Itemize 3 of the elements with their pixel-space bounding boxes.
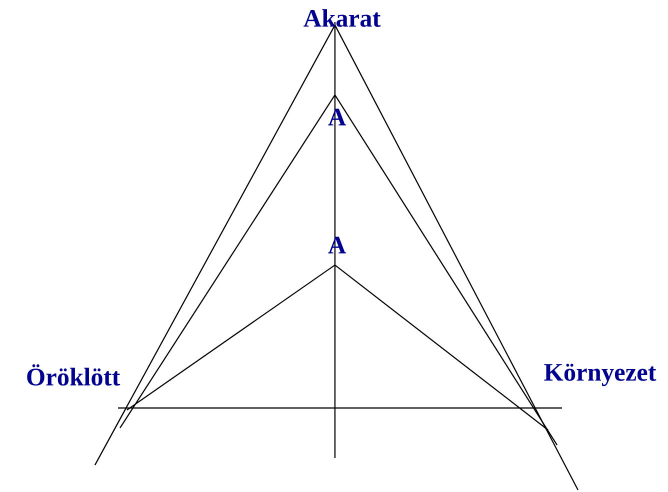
axis-label: Akarat: [304, 9, 381, 27]
axis-label: Öröklött: [27, 364, 120, 386]
axis-label: Környezet: [544, 364, 656, 386]
